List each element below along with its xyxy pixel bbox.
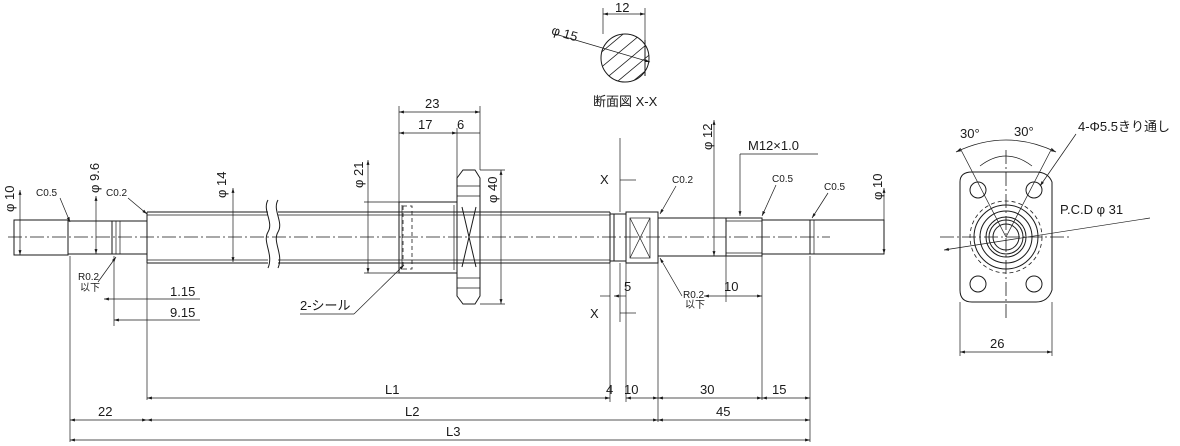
dim-22: 22 <box>98 404 112 419</box>
dim-phi10-left: φ 10 <box>2 185 17 212</box>
bottom-dimensions: L1 4 10 30 15 22 L2 45 L3 <box>69 256 811 442</box>
label-seal: 2-シール <box>300 298 351 313</box>
dim-10-bottom: 10 <box>624 382 638 397</box>
radius-r02-left-sub: 以下 <box>80 283 100 294</box>
section-markers: X X <box>590 138 636 322</box>
dim-4: 4 <box>606 382 613 397</box>
dim-10-mid: 10 <box>724 279 738 294</box>
section-title: 断面図 X-X <box>593 94 658 109</box>
dim-phi10-right: φ 10 <box>870 173 885 200</box>
left-journal <box>13 219 147 256</box>
dim-l3: L3 <box>446 424 460 439</box>
dim-phi40: φ 40 <box>485 176 500 203</box>
dim-23: 23 <box>425 96 439 111</box>
ball-nut <box>398 169 481 305</box>
right-dimensions: C0.2 φ 12 M12×1.0 C0.5 C0.5 φ 10 R0.2 以下… <box>600 120 886 400</box>
dim-phi14: φ 14 <box>214 171 229 198</box>
section-view: 12 φ 15 断面図 X-X <box>550 0 658 109</box>
dim-phi15: φ 15 <box>550 22 580 44</box>
radius-r02-right-sub: 以下 <box>685 300 705 311</box>
chamfer-c05-mid: C0.5 <box>772 174 794 185</box>
thread-m12: M12×1.0 <box>748 138 799 153</box>
left-dimensions: φ 10 φ 9.6 C0.5 C0.2 φ 14 R0.2 以下 1.15 9… <box>2 163 235 400</box>
dim-26: 26 <box>990 336 1004 351</box>
chamfer-c02-left: C0.2 <box>106 188 128 199</box>
flange-end-view: 30° 30° 4-Φ5.5きり通し P.C.D φ 31 26 <box>940 119 1170 356</box>
dim-phi12: φ 12 <box>700 123 715 150</box>
angle-30-right: 30° <box>1014 124 1034 139</box>
chamfer-c05-right: C0.5 <box>824 182 846 193</box>
chamfer-c05-left: C0.5 <box>36 188 58 199</box>
dim-l1: L1 <box>385 382 399 397</box>
dim-phi21: φ 21 <box>351 161 366 188</box>
section-mark-x-lower: X <box>590 306 599 321</box>
radius-r02-right: R0.2 <box>683 290 705 301</box>
chamfer-c02-right: C0.2 <box>672 175 694 186</box>
dim-5: 5 <box>624 279 631 294</box>
nut-dimensions: 23 17 6 φ 21 φ 40 2-シール <box>300 96 505 315</box>
dim-45: 45 <box>716 404 730 419</box>
dim-30: 30 <box>700 382 714 397</box>
dim-915: 9.15 <box>170 305 195 320</box>
radius-r02-left: R0.2 <box>78 272 100 283</box>
dim-15: 15 <box>772 382 786 397</box>
dim-phi96: φ 9.6 <box>87 163 102 193</box>
section-mark-x-upper: X <box>600 172 609 187</box>
dim-6: 6 <box>457 117 464 132</box>
angle-30-left: 30° <box>960 126 980 141</box>
label-pcd: P.C.D φ 31 <box>1060 202 1123 217</box>
dim-115: 1.15 <box>170 284 195 299</box>
right-journal <box>610 211 885 264</box>
dim-l2: L2 <box>405 404 419 419</box>
label-mounting-holes: 4-Φ5.5きり通し <box>1078 119 1170 134</box>
screw-shaft <box>146 199 611 269</box>
dim-12-top: 12 <box>615 0 629 15</box>
dim-17: 17 <box>418 117 432 132</box>
